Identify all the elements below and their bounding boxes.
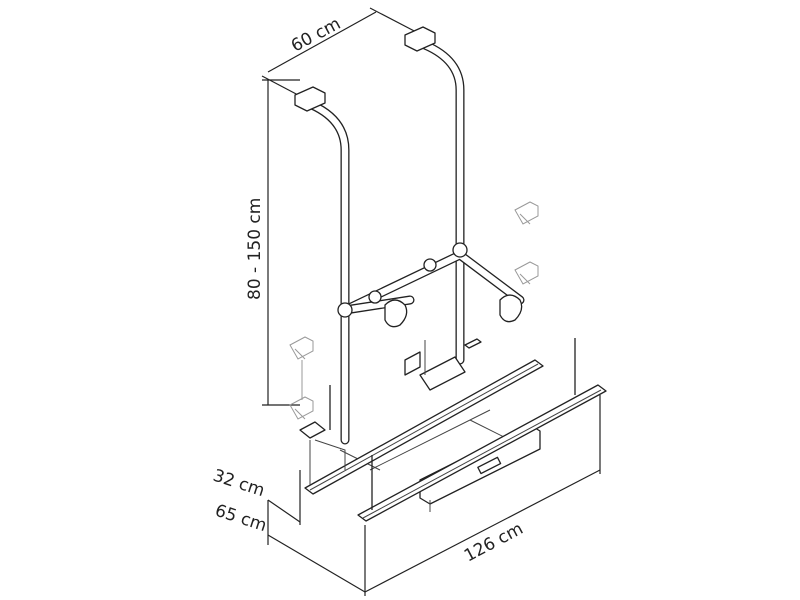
label-width-bottom: 126 cm — [461, 519, 527, 567]
dim-tick — [369, 7, 421, 35]
label-height-range: 80 - 150 cm — [245, 198, 265, 300]
clamp-right — [499, 294, 523, 323]
label-depth-32: 32 cm — [210, 466, 267, 501]
dim-line-32cm — [267, 499, 301, 523]
dim-line-60cm — [267, 11, 377, 73]
dim-line-65cm — [267, 534, 366, 593]
dim-tick — [261, 75, 301, 97]
clamp-left — [384, 299, 408, 328]
frame-tubes — [307, 40, 525, 445]
dimension-lines — [261, 7, 601, 596]
wheel-rails — [299, 338, 607, 522]
label-width-top: 60 cm — [288, 14, 344, 57]
reflector — [477, 456, 502, 475]
wall-brackets — [294, 26, 468, 318]
frame-clamps — [384, 294, 523, 391]
alternate-position-ghosts — [289, 201, 539, 420]
dim-line-126cm — [364, 469, 601, 593]
label-depth-65: 65 cm — [212, 501, 269, 536]
top-bracket-left — [294, 86, 326, 112]
top-bracket-right — [404, 26, 436, 52]
